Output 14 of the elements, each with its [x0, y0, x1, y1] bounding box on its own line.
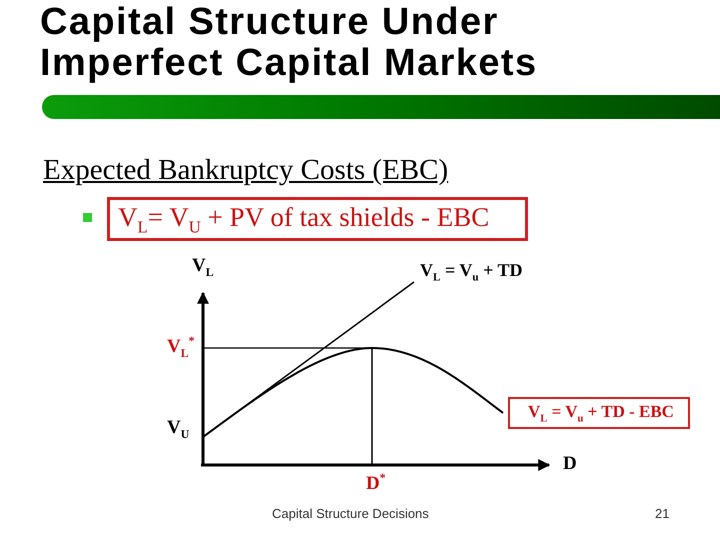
slide-title: Capital Structure Under Imperfect Capital Markets	[40, 2, 538, 84]
section-heading: Expected Bankruptcy Costs (EBC)	[43, 154, 448, 187]
axis-label: D	[563, 453, 577, 475]
formula-box	[508, 397, 690, 429]
formula-box	[107, 197, 528, 241]
tick-label: V$_{U}$	[167, 417, 190, 439]
footer-text: Capital Structure Decisions	[272, 506, 429, 521]
page-number: 21	[655, 506, 670, 521]
line-label: V$_{L}$ = V$_{u}$ + TD	[420, 260, 523, 281]
title-rule-bar	[42, 95, 720, 119]
tick-label: D$^{*}$	[366, 473, 386, 495]
formula-text: V$_{L}$= V$_{U}$ + PV of tax shields - EBC	[118, 202, 490, 233]
axis-label: V$_{L}$	[192, 255, 214, 277]
formula-text: V$_{L}$ = V$_{u}$ + TD - EBC	[528, 402, 674, 422]
